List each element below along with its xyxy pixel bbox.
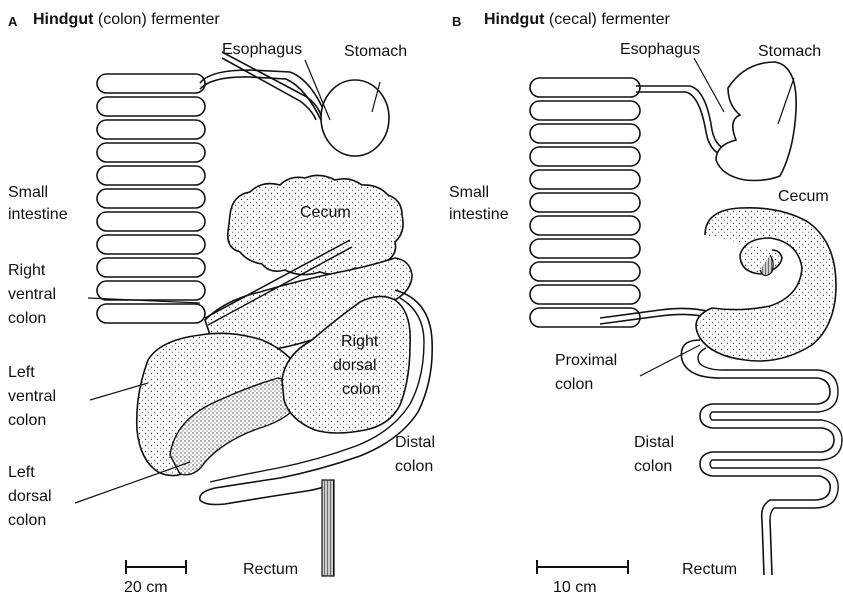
panel-b-small-intestine-label-2: intestine <box>449 205 509 224</box>
panel-b-distal-label-2: colon <box>634 457 672 476</box>
panel-a-small-intestine-label-2: intestine <box>8 205 68 224</box>
panel-a-right-ventral-label-1: Right <box>8 261 45 280</box>
panel-a-left-ventral-label-1: Left <box>8 363 35 382</box>
panel-a-left-dorsal-label-1: Left <box>8 463 35 482</box>
panel-b-title: Hindgut (cecal) fermenter <box>484 11 670 29</box>
panel-b-small-intestine-label-1: Small <box>449 183 489 202</box>
panel-b-rectum-label: Rectum <box>682 560 737 579</box>
panel-a-scale-label: 20 cm <box>124 578 168 597</box>
panel-a-left-ventral-label-3: colon <box>8 411 46 430</box>
panel-a-distal-label-1: Distal <box>395 433 435 452</box>
panel-b-stomach <box>716 62 796 181</box>
panel-a-right-dorsal-label-3: colon <box>342 380 380 399</box>
panel-b-organs <box>530 62 842 575</box>
panel-b-scale-bar <box>537 560 628 574</box>
panel-a-right-ventral-label-2: ventral <box>8 285 56 304</box>
panel-b-rectum <box>762 520 772 575</box>
panel-b-scale-label: 10 cm <box>553 578 597 597</box>
panel-a-title-bold: Hindgut <box>33 11 93 28</box>
panel-a-scale-bar <box>126 560 186 574</box>
panel-b-title-bold: Hindgut <box>484 11 544 28</box>
panel-a-stomach <box>222 52 389 156</box>
panel-b-distal-label-1: Distal <box>634 433 674 452</box>
panel-a-rectum-label: Rectum <box>243 560 298 579</box>
panel-a-organs <box>97 52 432 576</box>
panel-a-title: Hindgut (colon) fermenter <box>33 11 220 29</box>
panel-a-distal-label-2: colon <box>395 457 433 476</box>
panel-a-rectum <box>322 480 334 576</box>
panel-a-letter: A <box>8 14 17 29</box>
panel-b-letter: B <box>452 14 461 29</box>
panel-a-esophagus-label: Esophagus <box>222 40 302 59</box>
panel-b-cecum <box>696 208 836 361</box>
panel-b-proximal-label-1: Proximal <box>555 351 617 370</box>
panel-a-left-dorsal-label-2: dorsal <box>8 487 52 506</box>
panel-a-left-ventral-label-2: ventral <box>8 387 56 406</box>
panel-b-stomach-label: Stomach <box>758 42 821 61</box>
panel-a-right-ventral-label-3: colon <box>8 309 46 328</box>
panel-b-title-rest: (cecal) fermenter <box>544 11 669 28</box>
panel-a-right-dorsal-label-1: Right <box>341 332 378 351</box>
panel-a-small-intestine-label-1: Small <box>8 183 48 202</box>
panel-a-cecum <box>228 175 403 274</box>
panel-a-right-dorsal-label-2: dorsal <box>333 356 377 375</box>
panel-b-cecum-label: Cecum <box>778 187 829 206</box>
panel-a-cecum-label: Cecum <box>300 203 351 222</box>
panel-b-esophagus-label: Esophagus <box>620 40 700 59</box>
panel-b-proximal-label-2: colon <box>555 375 593 394</box>
panel-a-left-dorsal-label-3: colon <box>8 511 46 530</box>
panel-b-small-intestine <box>530 78 748 327</box>
panel-a-title-rest: (colon) fermenter <box>93 11 219 28</box>
panel-a-stomach-label: Stomach <box>344 42 407 61</box>
